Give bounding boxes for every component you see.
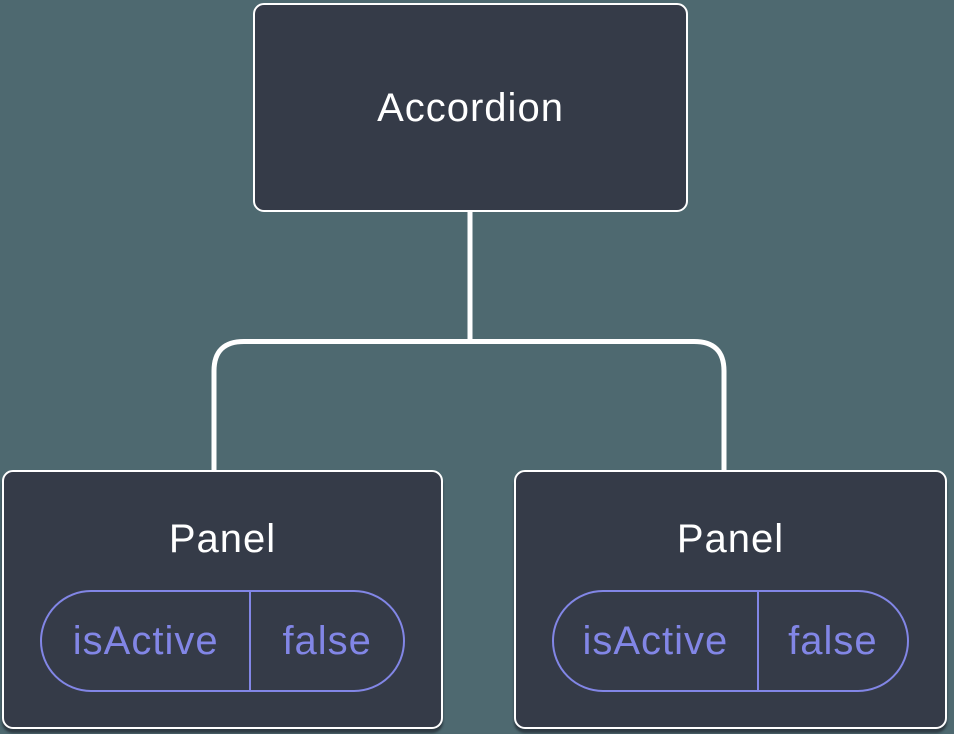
accordion-node-label: Accordion (377, 85, 564, 130)
node-panel-left: Panel isActive false (2, 470, 443, 729)
state-value: false (788, 618, 878, 663)
connector-branch (211, 339, 727, 470)
panel-node-label: Panel (168, 517, 277, 561)
state-name: isActive (554, 592, 759, 690)
panel-node-label: Panel (676, 517, 785, 561)
state-value: false (282, 618, 372, 663)
state-pill: isActive false (552, 590, 909, 692)
state-pill: isActive false (40, 590, 405, 692)
node-panel-right: Panel isActive false (514, 470, 947, 729)
state-name: isActive (42, 592, 252, 690)
node-accordion: Accordion (253, 3, 688, 212)
